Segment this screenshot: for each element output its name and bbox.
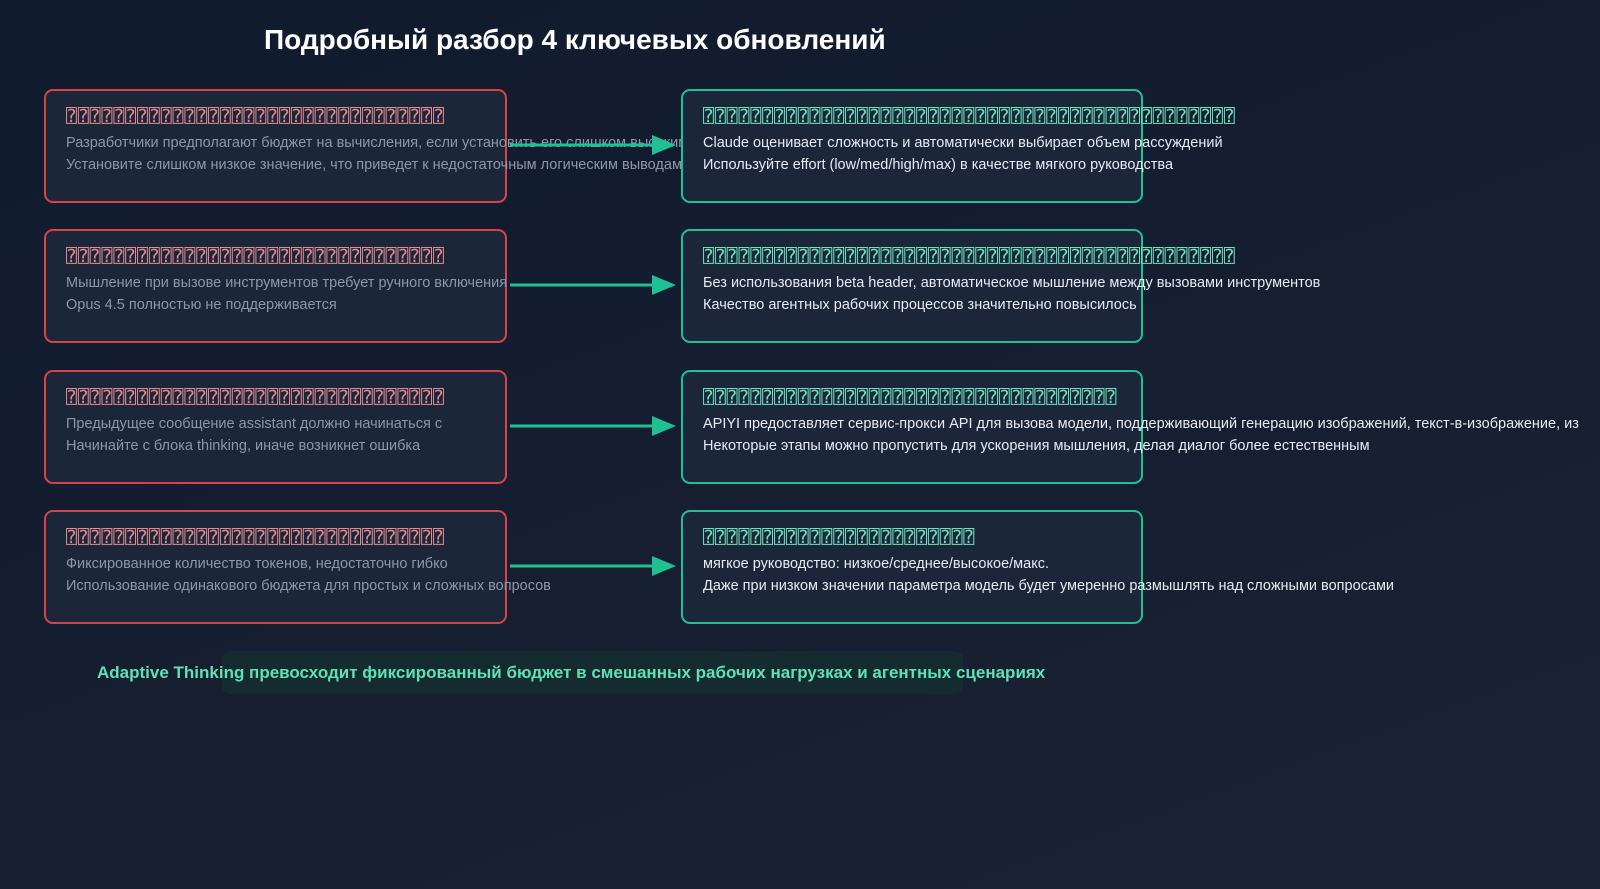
old-behavior-box — [44, 510, 507, 624]
new-behavior-box — [681, 229, 1143, 343]
old-behavior-line-2: Использование одинакового бюджета для пр… — [66, 578, 551, 594]
new-behavior-box — [681, 510, 1143, 624]
new-behavior-heading: ⍰⍰⍰⍰⍰⍰⍰⍰⍰⍰⍰⍰⍰⍰⍰⍰⍰⍰⍰⍰⍰⍰⍰⍰⍰⍰⍰⍰⍰⍰⍰⍰⍰⍰⍰ — [703, 387, 1118, 408]
old-behavior-line-2: Opus 4.5 полностью не поддерживается — [66, 297, 337, 313]
page-title: Подробный разбор 4 ключевых обновлений — [264, 24, 886, 55]
new-behavior-line-1: APIYI предоставляет сервис-прокси API дл… — [703, 416, 1579, 432]
comparison-row-2: ⍰⍰⍰⍰⍰⍰⍰⍰⍰⍰⍰⍰⍰⍰⍰⍰⍰⍰⍰⍰⍰⍰⍰⍰⍰⍰⍰⍰⍰⍰⍰⍰ Мышлени… — [0, 229, 1600, 343]
summary-highlight — [222, 651, 963, 694]
new-behavior-box — [681, 370, 1143, 484]
new-behavior-line-2: Используйте effort (low/med/high/max) в … — [703, 157, 1174, 173]
right-arrow-icon — [510, 556, 676, 576]
right-arrow-icon — [510, 135, 676, 155]
new-behavior-heading: ⍰⍰⍰⍰⍰⍰⍰⍰⍰⍰⍰⍰⍰⍰⍰⍰⍰⍰⍰⍰⍰⍰⍰ — [703, 527, 976, 548]
old-behavior-heading: ⍰⍰⍰⍰⍰⍰⍰⍰⍰⍰⍰⍰⍰⍰⍰⍰⍰⍰⍰⍰⍰⍰⍰⍰⍰⍰⍰⍰⍰⍰⍰⍰ — [66, 387, 445, 408]
new-behavior-line-2: Даже при низком значении параметра модел… — [703, 578, 1395, 594]
old-behavior-line-2: Установите слишком низкое значение, что … — [66, 157, 682, 173]
new-behavior-line-2: Качество агентных рабочих процессов знач… — [703, 297, 1137, 313]
new-behavior-heading: ⍰⍰⍰⍰⍰⍰⍰⍰⍰⍰⍰⍰⍰⍰⍰⍰⍰⍰⍰⍰⍰⍰⍰⍰⍰⍰⍰⍰⍰⍰⍰⍰⍰⍰⍰⍰⍰⍰⍰⍰… — [703, 246, 1236, 267]
old-behavior-heading: ⍰⍰⍰⍰⍰⍰⍰⍰⍰⍰⍰⍰⍰⍰⍰⍰⍰⍰⍰⍰⍰⍰⍰⍰⍰⍰⍰⍰⍰⍰⍰⍰ — [66, 246, 445, 267]
old-behavior-line-1: Мышление при вызове инструментов требует… — [66, 275, 508, 291]
old-behavior-box — [44, 370, 507, 484]
new-behavior-line-1: Без использования beta header, автоматич… — [703, 275, 1321, 291]
comparison-row-4: ⍰⍰⍰⍰⍰⍰⍰⍰⍰⍰⍰⍰⍰⍰⍰⍰⍰⍰⍰⍰⍰⍰⍰⍰⍰⍰⍰⍰⍰⍰⍰⍰ Фиксиро… — [0, 510, 1600, 624]
old-behavior-box — [44, 229, 507, 343]
new-behavior-box — [681, 89, 1143, 203]
new-behavior-heading: ⍰⍰⍰⍰⍰⍰⍰⍰⍰⍰⍰⍰⍰⍰⍰⍰⍰⍰⍰⍰⍰⍰⍰⍰⍰⍰⍰⍰⍰⍰⍰⍰⍰⍰⍰⍰⍰⍰⍰⍰… — [703, 106, 1236, 127]
old-behavior-line-2: Начинайте с блока thinking, иначе возник… — [66, 438, 421, 454]
new-behavior-line-1: мягкое руководство: низкое/среднее/высок… — [703, 556, 1049, 572]
old-behavior-line-1: Фиксированное количество токенов, недост… — [66, 556, 448, 572]
new-behavior-line-2: Некоторые этапы можно пропустить для уск… — [703, 438, 1370, 454]
summary-text: Adaptive Thinking превосходит фиксирован… — [97, 663, 1046, 682]
right-arrow-icon — [510, 416, 676, 436]
old-behavior-line-1: Разработчики предполагают бюджет на вычи… — [66, 135, 689, 151]
new-behavior-line-1: Claude оценивает сложность и автоматичес… — [703, 135, 1223, 151]
old-behavior-heading: ⍰⍰⍰⍰⍰⍰⍰⍰⍰⍰⍰⍰⍰⍰⍰⍰⍰⍰⍰⍰⍰⍰⍰⍰⍰⍰⍰⍰⍰⍰⍰⍰ — [66, 527, 445, 548]
old-behavior-box — [44, 89, 507, 203]
old-behavior-line-1: Предыдущее сообщение assistant должно на… — [66, 416, 443, 432]
comparison-row-3: ⍰⍰⍰⍰⍰⍰⍰⍰⍰⍰⍰⍰⍰⍰⍰⍰⍰⍰⍰⍰⍰⍰⍰⍰⍰⍰⍰⍰⍰⍰⍰⍰ Предыду… — [0, 370, 1600, 484]
right-arrow-icon — [510, 275, 676, 295]
comparison-row-1: ⍰⍰⍰⍰⍰⍰⍰⍰⍰⍰⍰⍰⍰⍰⍰⍰⍰⍰⍰⍰⍰⍰⍰⍰⍰⍰⍰⍰⍰⍰⍰⍰ Разрабо… — [0, 89, 1600, 203]
old-behavior-heading: ⍰⍰⍰⍰⍰⍰⍰⍰⍰⍰⍰⍰⍰⍰⍰⍰⍰⍰⍰⍰⍰⍰⍰⍰⍰⍰⍰⍰⍰⍰⍰⍰ — [66, 106, 445, 127]
